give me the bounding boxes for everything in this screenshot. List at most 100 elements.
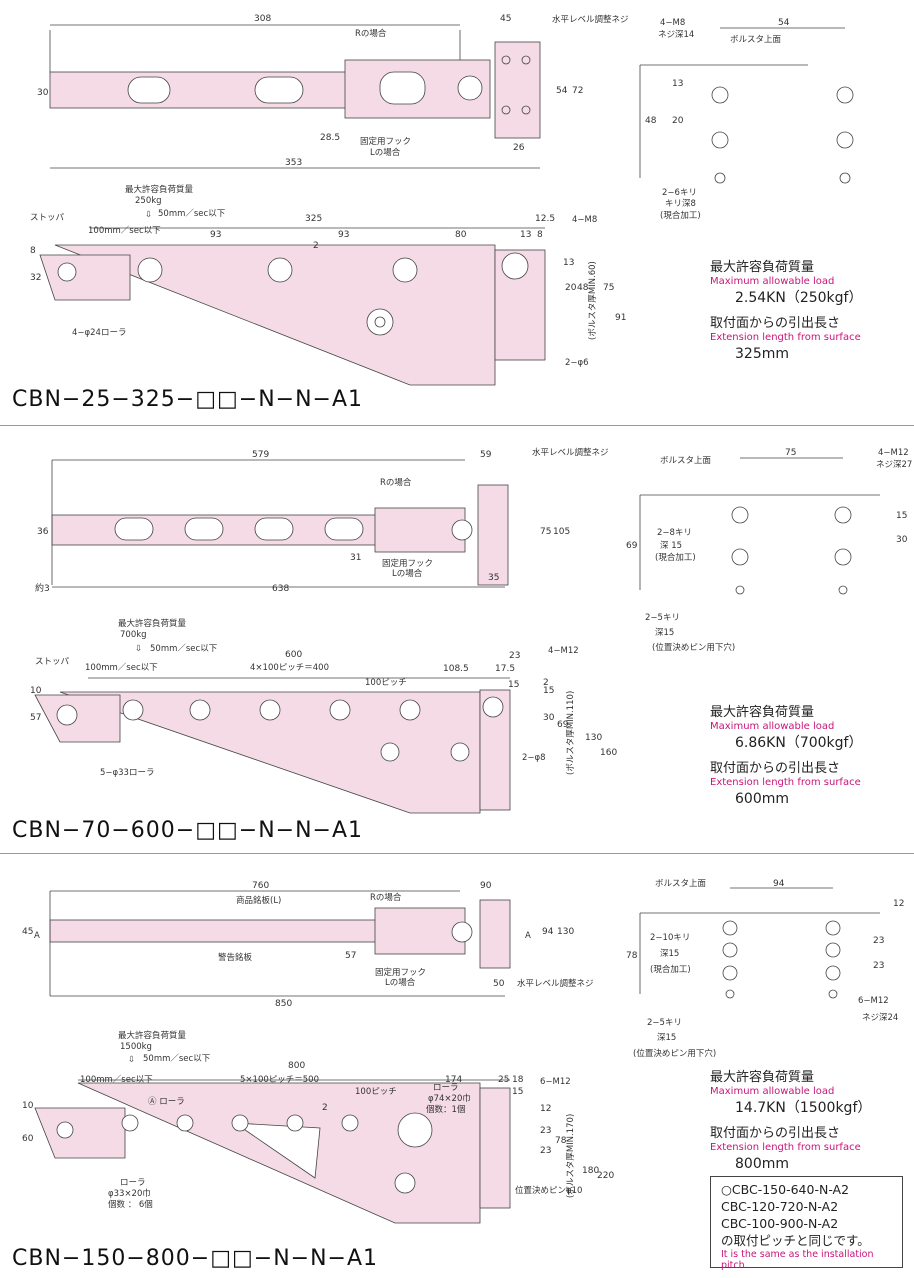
dim-60: 60	[22, 1134, 34, 1144]
dim-23c: 23	[540, 1146, 551, 1156]
hole-pattern-1	[639, 27, 854, 184]
dim-10b: 10	[22, 1101, 34, 1111]
label-tap-2: 4−M12	[548, 646, 579, 656]
dim-93b: 93	[338, 230, 349, 240]
dim-600: 600	[285, 650, 302, 660]
spec-extension-en-3: Extension length from surface	[710, 1142, 861, 1153]
dim-59: 59	[480, 450, 492, 460]
label-hole-tap-1: 4−M8	[660, 18, 685, 28]
drawing-cbn-70: 579 59 36 75 105 31 35 約3 638 Rの場合 水平レベル…	[30, 447, 912, 814]
label-nameplate: 商品銘板(L)	[236, 895, 281, 906]
spec-extension-en: Extension length from surface	[710, 332, 861, 343]
label-roller-big-qty: 個数：1個	[426, 1104, 465, 1115]
label-drill-depth-3: 深15	[660, 949, 679, 959]
label-pitch100-3: 100ピッチ	[355, 1087, 397, 1097]
dim-45: 45	[500, 14, 511, 24]
spec-extension-jp-3: 取付面からの引出長さ	[710, 1126, 841, 1141]
label-bolster-1: (ボルスタ厚MIN.60)	[588, 261, 598, 340]
top-view-1	[49, 24, 541, 169]
label-speed-3: 50mm／sec以下	[143, 1054, 211, 1064]
spec-max-load-value-2: 6.86KN（700kgf）	[735, 735, 863, 751]
dim-308: 308	[254, 14, 271, 24]
spec-extension-en-2: Extension length from surface	[710, 777, 861, 788]
dim-108-5: 108.5	[443, 664, 469, 674]
dim-hole-23a: 23	[873, 936, 884, 946]
label-speed-1: 50mm／sec以下	[158, 209, 226, 219]
installation-pitch-note: ○CBC-150-640-N-A2 CBC-120-720-N-A2 CBC-1…	[710, 1176, 903, 1271]
label-roller-small-qty: 個数 ： 6個	[108, 1199, 153, 1210]
label-max-load-val-3: 1500kg	[120, 1042, 152, 1052]
dim-hole-75: 75	[785, 448, 796, 458]
side-view-1	[39, 227, 546, 386]
dim-57b: 57	[345, 951, 356, 961]
label-r-case-3: Rの場合	[370, 892, 402, 903]
dim-hole-30: 30	[896, 535, 908, 545]
dim-2c: 2	[322, 1103, 328, 1113]
label-drill-3: 2−10キリ	[650, 933, 690, 943]
label-max-load-3: 最大許容負荷質量	[118, 1030, 187, 1041]
label-r-case-2: Rの場合	[380, 477, 412, 488]
label-hole-depth-2: ネジ深27	[876, 460, 912, 470]
dim-2: 2	[313, 241, 319, 251]
dim-hole-94: 94	[773, 879, 785, 889]
label-roller-2: 5−φ33ローラ	[100, 768, 154, 778]
dim-130b: 130	[557, 927, 574, 937]
label-l-case: Lの場合	[370, 147, 401, 158]
dim-220: 220	[597, 1171, 614, 1181]
label-speed2-2: 100mm／sec以下	[85, 663, 158, 673]
dim-18: 18	[512, 1075, 524, 1085]
dim-25: 25	[498, 1075, 509, 1085]
dim-75: 75	[603, 283, 614, 293]
dim-760: 760	[252, 881, 269, 891]
dim-579: 579	[252, 450, 269, 460]
label-level-screw-2: 水平レベル調整ネジ	[532, 447, 609, 458]
dim-31: 31	[350, 553, 361, 563]
label-drill2-depth-2: 深15	[655, 628, 674, 638]
label-fixing-hook-2: 固定用フック	[382, 558, 433, 569]
dim-180: 180	[582, 1166, 599, 1176]
dim-hole-15: 15	[896, 511, 907, 521]
spec-max-load-en-3: Maximum allowable load	[710, 1086, 835, 1097]
dim-32: 32	[30, 273, 41, 283]
dim-hole-54: 54	[778, 18, 790, 28]
dim-hole-78: 78	[626, 951, 638, 961]
dim-130: 130	[585, 733, 602, 743]
label-onsite-2: (現合加工)	[655, 552, 696, 563]
spec-extension-jp: 取付面からの引出長さ	[710, 316, 841, 331]
side-view-3	[34, 1079, 511, 1224]
dim-45b: 45	[22, 927, 33, 937]
dim-hole-23b: 23	[873, 961, 884, 971]
spec-extension-value-2: 600mm	[735, 791, 789, 807]
model-number-3: CBN−150−800−□□−N−N−A1	[12, 1246, 379, 1271]
dim-69: 69	[557, 720, 569, 730]
side-view-2	[34, 677, 511, 814]
label-r-case: Rの場合	[355, 28, 387, 39]
hole-pattern-2	[639, 457, 880, 595]
label-roller-1: 4−φ24ローラ	[72, 328, 126, 338]
arrow-down-icon: ⇩	[145, 210, 152, 220]
spec-max-load-jp: 最大許容負荷質量	[710, 260, 815, 275]
label-pin-3: 位置決めピンφ10	[515, 1185, 582, 1196]
dim-160: 160	[600, 748, 617, 758]
dim-80: 80	[455, 230, 467, 240]
label-tap-1: 4−M8	[572, 215, 597, 225]
dim-8b: 8	[30, 246, 36, 256]
label-max-load-1: 最大許容負荷質量	[125, 184, 194, 195]
dim-20: 20	[565, 283, 577, 293]
label-l-case-3: Lの場合	[385, 977, 416, 988]
dim-54: 54	[556, 86, 568, 96]
dim-36: 36	[37, 527, 49, 537]
dim-850: 850	[275, 999, 292, 1009]
dim-105: 105	[553, 527, 570, 537]
dim-57: 57	[30, 713, 41, 723]
dim-26: 26	[513, 143, 525, 153]
label-bolster-top-1: ボルスタ上面	[730, 35, 782, 45]
dim-15: 15	[508, 680, 519, 690]
label-stopper-2: ストッパ	[35, 657, 70, 667]
dim-hole-48: 48	[645, 116, 657, 126]
dim-30: 30	[37, 88, 49, 98]
dim-91: 91	[615, 313, 626, 323]
dim-12-5: 12.5	[535, 214, 555, 224]
dim-93a: 93	[210, 230, 221, 240]
dim-35: 35	[488, 573, 499, 583]
